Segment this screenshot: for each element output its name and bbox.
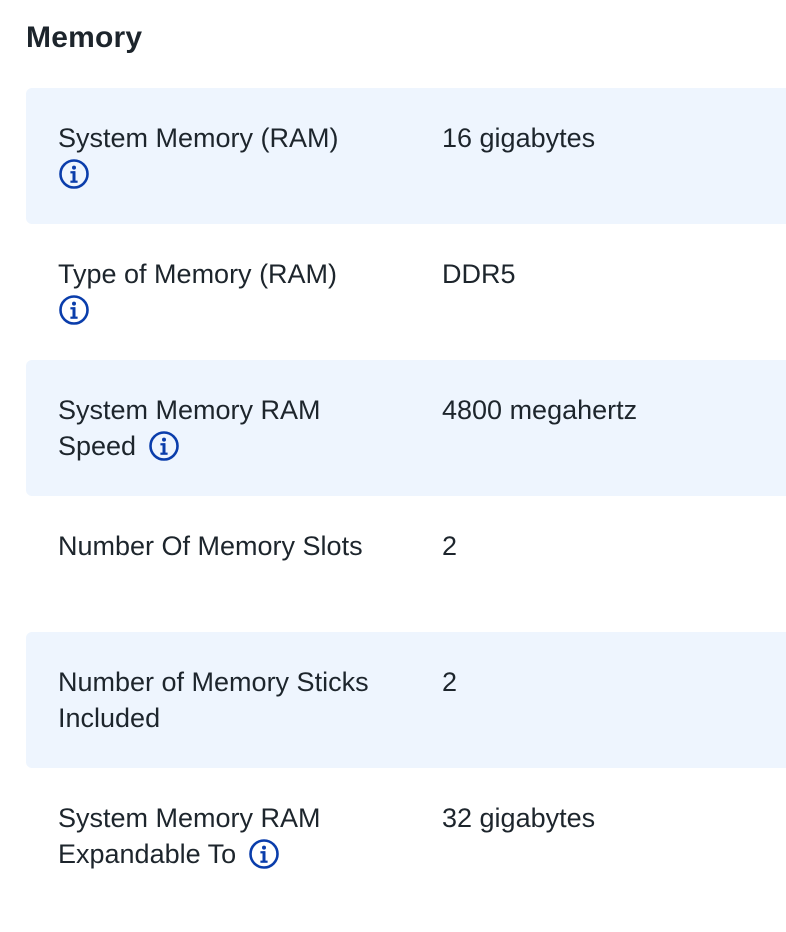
spec-label-memory-slots: Number Of Memory Slots — [58, 528, 388, 564]
spec-label-memory-type: Type of Memory (RAM) — [58, 256, 388, 326]
spec-label-text: System Memory RAM Expandable To — [58, 803, 321, 869]
info-circle-icon[interactable] — [58, 158, 90, 190]
spec-label-text: System Memory (RAM) — [58, 123, 339, 153]
spec-label-memory-sticks: Number of Memory Sticks Included — [58, 664, 388, 736]
spec-row-memory-speed: System Memory RAM Speed 4800 megahertz — [26, 360, 786, 496]
spec-row-memory-slots: Number Of Memory Slots 2 — [26, 496, 786, 632]
spec-value-memory-slots: 2 — [442, 531, 458, 561]
spec-row-memory-type: Type of Memory (RAM) DDR5 — [26, 224, 786, 360]
spec-row-system-memory: System Memory (RAM) 16 gigabytes — [26, 88, 786, 224]
spec-label-text: Number of Memory Sticks Included — [58, 667, 369, 733]
spec-value-memory-speed: 4800 megahertz — [442, 395, 638, 425]
spec-label-system-memory: System Memory (RAM) — [58, 120, 388, 190]
spec-label-text: System Memory RAM Speed — [58, 395, 321, 461]
info-circle-icon[interactable] — [58, 294, 90, 326]
spec-row-memory-sticks: Number of Memory Sticks Included 2 — [26, 632, 786, 768]
spec-row-memory-expandable: System Memory RAM Expandable To 32 gigab… — [26, 768, 786, 904]
spec-value-memory-sticks: 2 — [442, 667, 458, 697]
section-title: Memory — [26, 21, 143, 54]
spec-value-memory-type: DDR5 — [442, 259, 516, 289]
memory-spec-list: System Memory (RAM) 16 gigabytes Type of… — [26, 88, 786, 904]
spec-label-memory-expandable: System Memory RAM Expandable To — [58, 800, 388, 872]
info-circle-icon[interactable] — [148, 430, 180, 462]
spec-value-memory-expandable: 32 gigabytes — [442, 803, 596, 833]
spec-label-text: Number Of Memory Slots — [58, 531, 363, 561]
spec-value-system-memory: 16 gigabytes — [442, 123, 596, 153]
info-circle-icon[interactable] — [248, 838, 280, 870]
spec-label-memory-speed: System Memory RAM Speed — [58, 392, 388, 464]
spec-label-text: Type of Memory (RAM) — [58, 259, 338, 289]
